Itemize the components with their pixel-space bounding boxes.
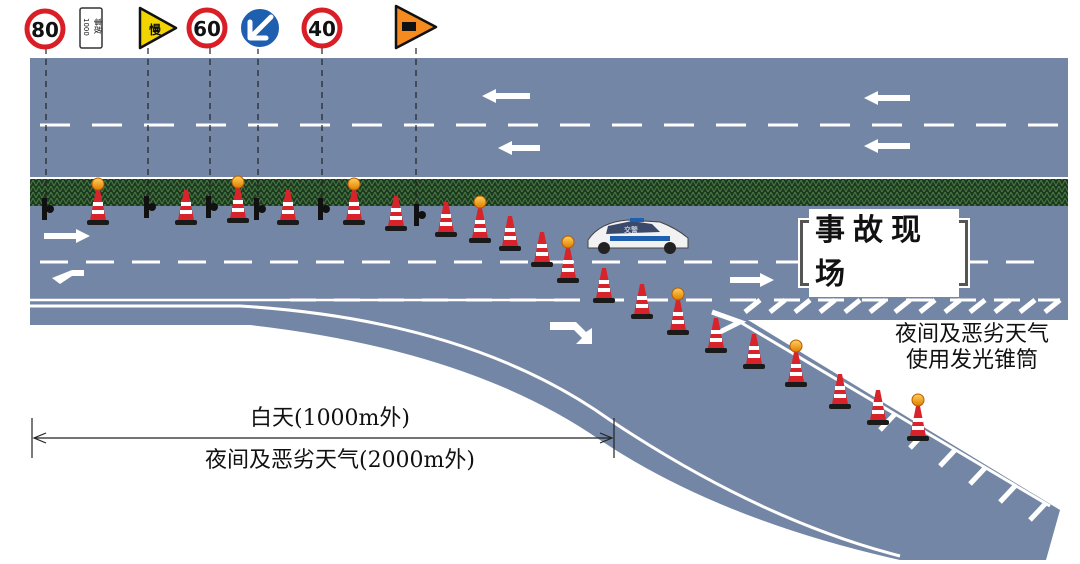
- accident-plate-bottom-text: 1000: [82, 18, 90, 36]
- speed-limit-60-sign: 60: [186, 7, 228, 49]
- speed-limit-80-sign: 80: [24, 8, 66, 50]
- traffic-cone: [867, 390, 889, 425]
- lower-lane-arrows: [44, 229, 774, 344]
- daytime-distance-label: 白天(1000m外): [249, 406, 411, 431]
- gore-edge: [739, 320, 1051, 508]
- traffic-cone: [705, 318, 727, 353]
- accident-site-hatch: 事故现场: [809, 209, 959, 297]
- lighted-traffic-cone: [227, 175, 249, 223]
- accident-site-label: 事故现场: [809, 209, 959, 297]
- speed-limit-60-text: 60: [193, 17, 221, 41]
- police-car: 交警: [587, 218, 689, 254]
- traffic-cone: [499, 216, 521, 251]
- speed-limit-80-text: 80: [31, 18, 59, 42]
- ramp-edge-line: [30, 304, 901, 558]
- lighted-traffic-cone: [557, 235, 579, 283]
- distance-dimension: [31, 418, 615, 458]
- lighted-traffic-cone: [667, 287, 689, 335]
- traffic-cone: [531, 232, 553, 267]
- traffic-cone: [277, 190, 299, 225]
- police-car-label: 交警: [624, 225, 638, 234]
- night-cone-note-line1: 夜间及恶劣天气: [894, 322, 1049, 347]
- sign-reference-lines: [45, 48, 417, 214]
- accident-plate-top-text: 事故: [93, 18, 103, 34]
- upper-carriageway: [30, 58, 1068, 178]
- night-distance-label: 夜间及恶劣天气(2000m外): [204, 448, 476, 473]
- lighted-traffic-cone: [907, 393, 929, 441]
- lighted-traffic-cone: [469, 195, 491, 243]
- accident-site-box: 事故现场: [800, 209, 968, 297]
- night-cone-note-line2: 使用发光锥筒: [905, 348, 1038, 373]
- traffic-cone: [631, 284, 653, 319]
- speed-limit-40-text: 40: [308, 17, 336, 41]
- median-hedge: [30, 178, 1068, 206]
- speed-limit-40-sign: 40: [301, 7, 343, 49]
- traffic-cone: [593, 268, 615, 303]
- accident-distance-plate: 事故 1000: [79, 7, 103, 49]
- lighted-traffic-cone: [87, 177, 109, 225]
- slow-sign-text: 慢: [149, 22, 162, 37]
- traffic-cone: [175, 190, 197, 225]
- sign-posts: [42, 196, 426, 226]
- keep-left-sign: [239, 7, 281, 49]
- cone-group: [87, 175, 929, 441]
- lighted-traffic-cone: [785, 339, 807, 387]
- lighted-traffic-cone: [343, 177, 365, 225]
- slow-warning-sign: 慢: [138, 6, 178, 50]
- night-cone-note: 夜间及恶劣天气 使用发光锥筒: [872, 322, 1072, 374]
- construction-warning-sign: [394, 4, 438, 50]
- traffic-cone: [829, 374, 851, 409]
- upper-lane-arrows: [482, 89, 910, 155]
- traffic-cone: [385, 196, 407, 231]
- traffic-cone: [743, 334, 765, 369]
- diagonal-arrow-icon: [247, 14, 274, 41]
- traffic-cone: [435, 202, 457, 237]
